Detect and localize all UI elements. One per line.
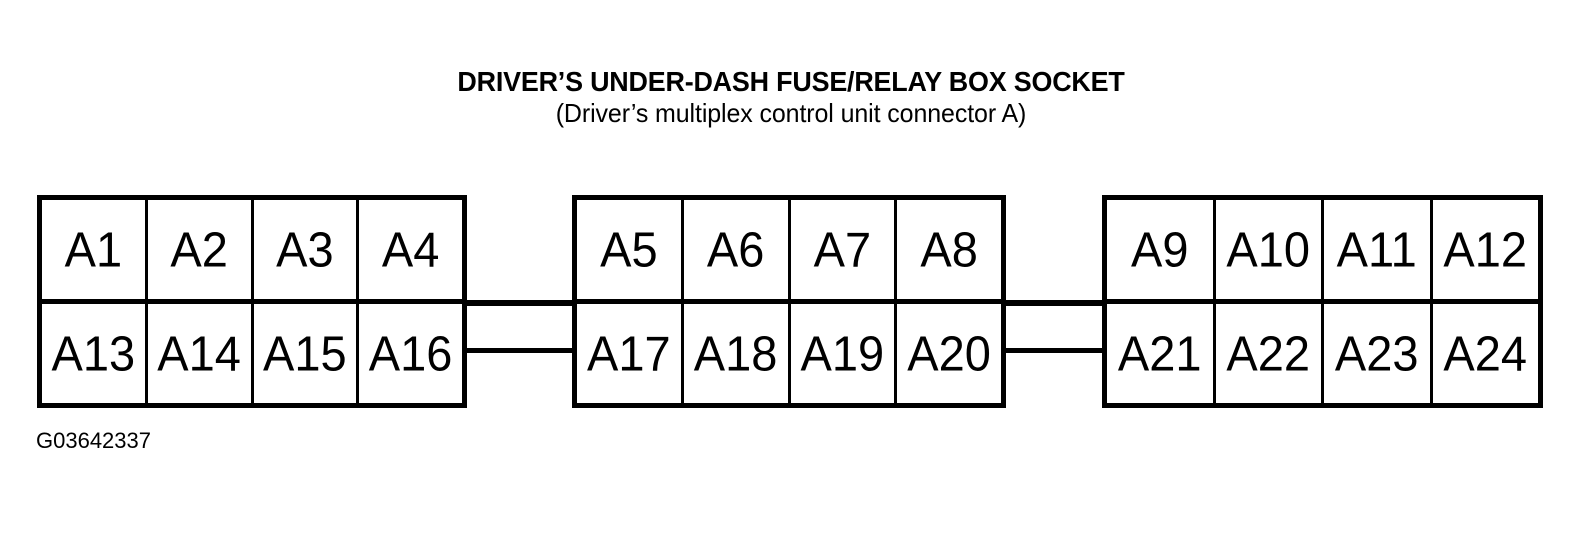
diagram-title-block: DRIVER’S UNDER-DASH FUSE/RELAY BOX SOCKE…: [0, 66, 1582, 129]
pin-label: A24: [1443, 325, 1528, 382]
pin-label: A14: [157, 325, 241, 382]
pin-cell-a8[interactable]: A8: [897, 200, 1001, 299]
pin-cell-a22[interactable]: A22: [1216, 304, 1324, 403]
pin-cell-a16[interactable]: A16: [359, 304, 462, 403]
connector-block-3-bottom-row: A21 A22 A23 A24: [1107, 304, 1538, 403]
pin-label: A23: [1334, 325, 1419, 382]
pin-cell-a19[interactable]: A19: [791, 304, 898, 403]
pin-label: A16: [368, 325, 453, 382]
pin-label: A13: [51, 325, 136, 382]
pin-cell-a23[interactable]: A23: [1324, 304, 1433, 403]
pin-label: A17: [587, 325, 671, 382]
pin-cell-a14[interactable]: A14: [148, 304, 254, 403]
pin-label: A9: [1131, 221, 1189, 278]
pin-label: A2: [170, 221, 228, 278]
connector-block-2-top-row: A5 A6 A7 A8: [577, 200, 1001, 304]
page-subtitle: (Driver’s multiplex control unit connect…: [555, 98, 1027, 128]
pin-label: A15: [263, 325, 347, 382]
pin-cell-a11[interactable]: A11: [1324, 200, 1433, 299]
connector-link-bar-2-3-lower: [1002, 348, 1108, 353]
pin-label: A4: [381, 221, 440, 278]
pin-cell-a6[interactable]: A6: [684, 200, 791, 299]
pin-cell-a10[interactable]: A10: [1216, 200, 1324, 299]
pin-cell-a2[interactable]: A2: [148, 200, 254, 299]
connector-block-1-bottom-row: A13 A14 A15 A16: [42, 304, 462, 403]
pin-cell-a18[interactable]: A18: [684, 304, 791, 403]
connector-link-bar-1-2-lower: [462, 348, 578, 353]
pin-cell-a9[interactable]: A9: [1107, 200, 1216, 299]
connector-link-bar-2-3-upper: [1002, 300, 1108, 306]
pin-cell-a3[interactable]: A3: [254, 200, 360, 299]
pin-cell-a1[interactable]: A1: [42, 200, 148, 299]
connector-block-2-bottom-row: A17 A18 A19 A20: [577, 304, 1001, 403]
pin-cell-a5[interactable]: A5: [577, 200, 684, 299]
pin-cell-a4[interactable]: A4: [359, 200, 462, 299]
pin-cell-a13[interactable]: A13: [42, 304, 148, 403]
pin-label: A18: [693, 325, 778, 382]
pin-cell-a15[interactable]: A15: [254, 304, 360, 403]
pin-label: A5: [600, 221, 658, 278]
pin-cell-a17[interactable]: A17: [577, 304, 684, 403]
connector-block-2: A5 A6 A7 A8 A17 A18 A19 A20: [572, 195, 1006, 408]
pin-label: A11: [1336, 221, 1417, 278]
connector-block-1: A1 A2 A3 A4 A13 A14 A15 A16: [37, 195, 467, 408]
pin-label: A20: [907, 325, 991, 382]
pin-label: A1: [64, 221, 123, 278]
pin-label: A12: [1443, 221, 1528, 278]
pin-label: A6: [706, 221, 765, 278]
pin-label: A21: [1117, 325, 1202, 382]
connector-block-3-top-row: A9 A10 A11 A12: [1107, 200, 1538, 304]
pin-label: A22: [1226, 325, 1311, 382]
figure-reference-code: G03642337: [36, 428, 151, 453]
pin-label: A7: [813, 221, 872, 278]
connector-block-3: A9 A10 A11 A12 A21 A22 A23 A24: [1102, 195, 1543, 408]
connector-block-1-top-row: A1 A2 A3 A4: [42, 200, 462, 304]
pin-cell-a24[interactable]: A24: [1433, 304, 1539, 403]
page-title: DRIVER’S UNDER-DASH FUSE/RELAY BOX SOCKE…: [457, 66, 1125, 97]
pin-label: A8: [920, 221, 978, 278]
pin-label: A3: [276, 221, 334, 278]
pin-cell-a12[interactable]: A12: [1433, 200, 1539, 299]
pin-label: A10: [1226, 221, 1311, 278]
pin-cell-a7[interactable]: A7: [791, 200, 898, 299]
pin-cell-a21[interactable]: A21: [1107, 304, 1216, 403]
pin-cell-a20[interactable]: A20: [897, 304, 1001, 403]
pin-label: A19: [800, 325, 885, 382]
connector-link-bar-1-2-upper: [462, 300, 578, 306]
